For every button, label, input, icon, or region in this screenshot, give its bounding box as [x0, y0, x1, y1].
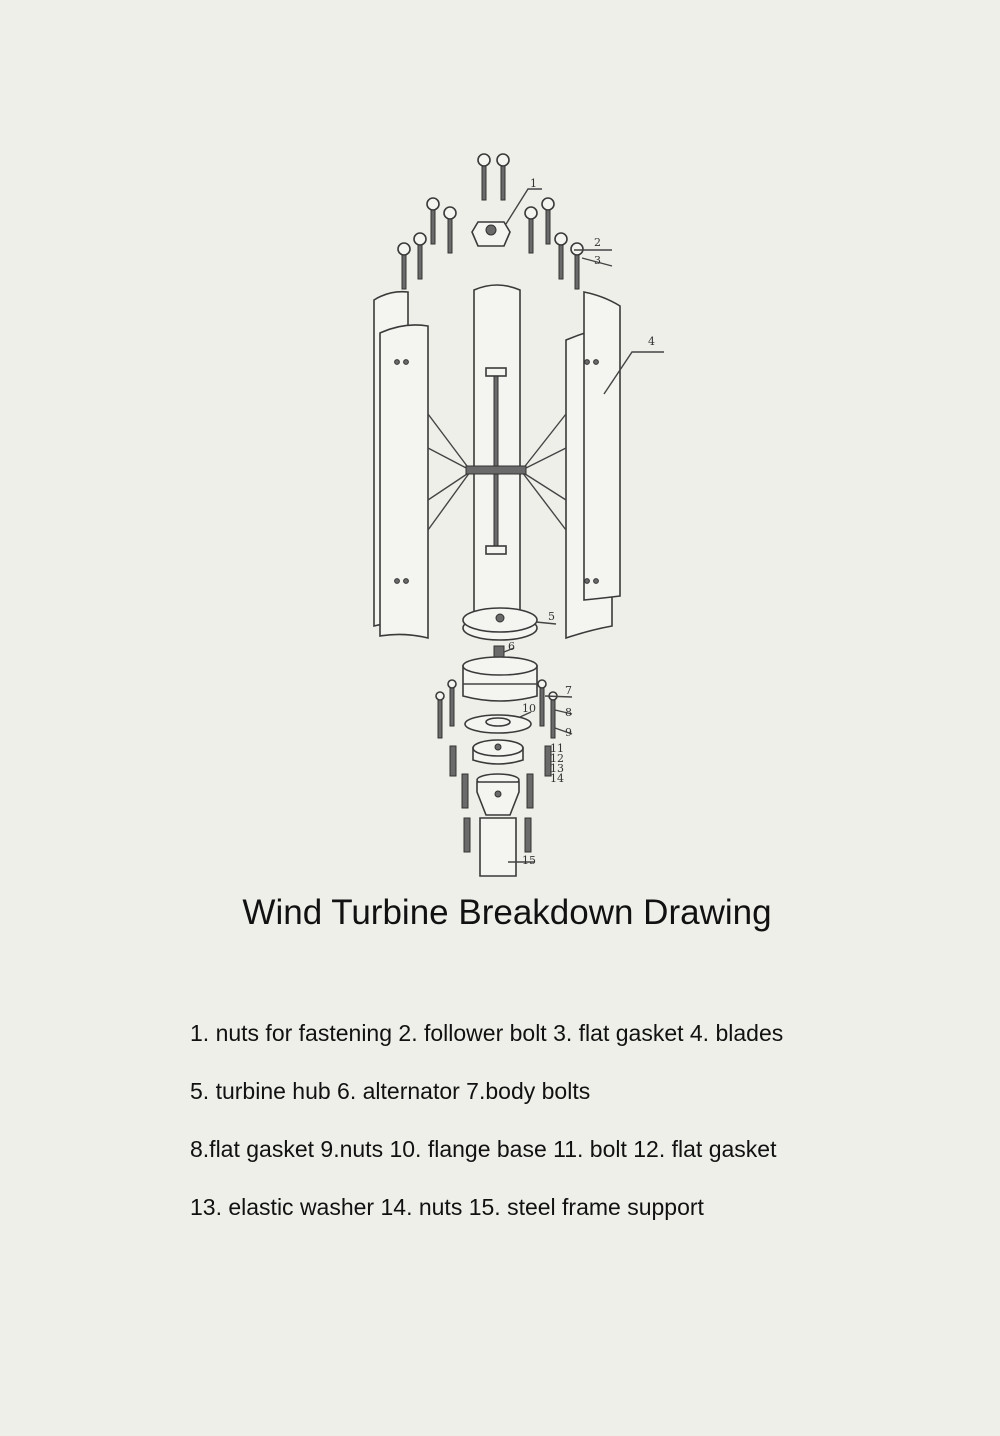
fastening-nut	[471, 221, 511, 247]
bolt	[524, 206, 538, 254]
callout-6: 6	[508, 640, 515, 653]
bolt	[554, 232, 568, 280]
turbine-hub	[462, 607, 538, 641]
callout-2: 2	[594, 236, 601, 249]
callout-labels: 1 2 3 4 5 6 7 8 9 10 11 12 13 14 15	[508, 177, 655, 867]
steel-frame-support	[476, 773, 520, 877]
callout-4: 4	[648, 335, 655, 348]
bolt	[443, 206, 457, 254]
legend-line: 5. turbine hub 6. alternator 7.body bolt…	[190, 1078, 591, 1104]
diagram-title: Wind Turbine Breakdown Drawing	[242, 893, 772, 932]
bolt	[541, 197, 555, 245]
bottom-hardware	[449, 745, 552, 853]
callout-15: 15	[522, 854, 536, 867]
legend-line: 13. elastic washer 14. nuts 15. steel fr…	[190, 1194, 704, 1220]
central-shaft-and-arms	[427, 367, 567, 555]
callout-7: 7	[565, 684, 572, 697]
parts-legend: 1. nuts for fastening 2. follower bolt 3…	[190, 1015, 783, 1247]
callout-10: 10	[522, 702, 536, 715]
bolt	[413, 232, 427, 280]
wind-turbine-exploded-diagram: 1 2 3 4 5 6 7 8 9 10 11 12 13 14 15	[373, 153, 664, 877]
callout-14: 14	[550, 772, 564, 785]
bolt	[426, 197, 440, 245]
callout-11: 11	[550, 742, 564, 755]
legend-line: 1. nuts for fastening 2. follower bolt 3…	[190, 1020, 784, 1046]
callout-9: 9	[565, 726, 572, 739]
blades	[373, 284, 621, 640]
callout-8: 8	[565, 706, 572, 719]
callout-12: 12	[550, 752, 564, 765]
leader-lines	[503, 188, 664, 863]
callout-3: 3	[594, 254, 601, 267]
flange-base	[464, 714, 532, 765]
bolt	[477, 153, 491, 201]
bolt	[496, 153, 510, 201]
callout-5: 5	[548, 610, 555, 623]
bolt	[397, 242, 411, 290]
bolt	[570, 242, 584, 290]
alternator	[462, 645, 538, 702]
callout-13: 13	[550, 762, 564, 775]
top-bolts	[397, 153, 584, 290]
callout-1: 1	[530, 177, 537, 190]
legend-line: 8.flat gasket 9.nuts 10. flange base 11.…	[190, 1136, 777, 1162]
